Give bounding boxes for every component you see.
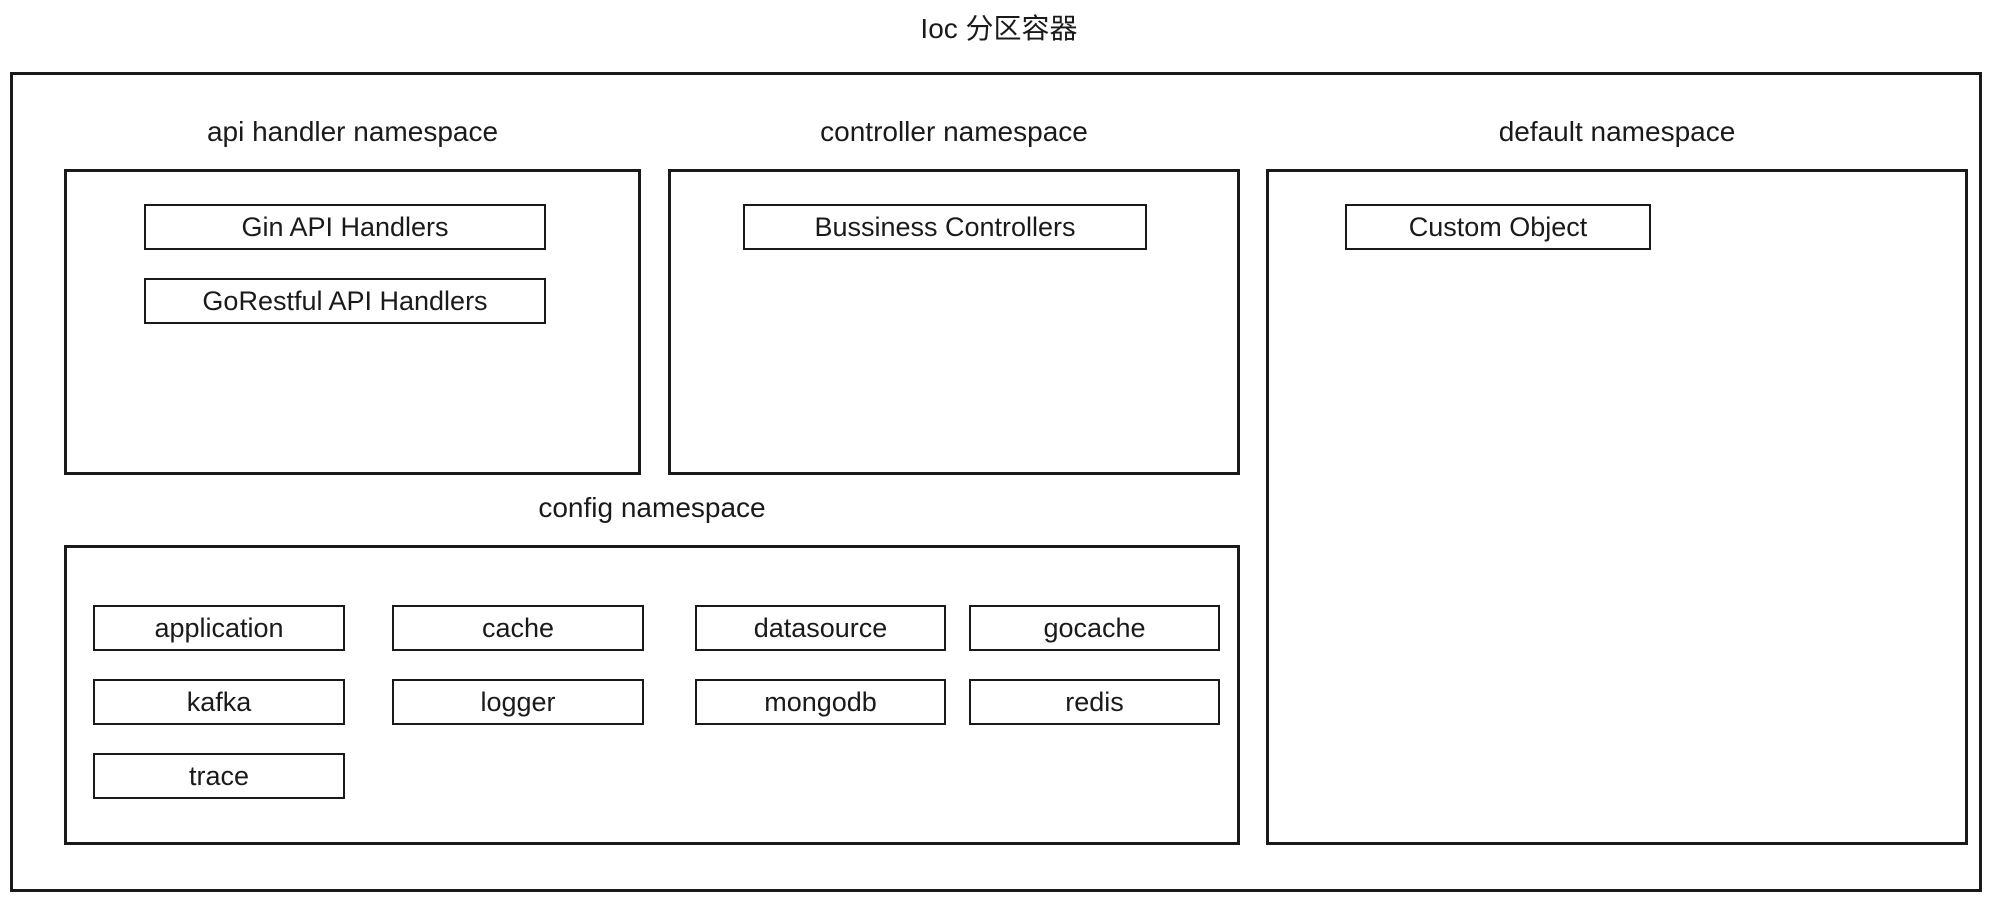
config-mongodb-node: mongodb <box>695 679 946 725</box>
bussiness-controllers-node: Bussiness Controllers <box>743 204 1147 250</box>
controller-namespace-box: Bussiness Controllers <box>668 169 1240 475</box>
config-trace-node: trace <box>93 753 345 799</box>
config-namespace-box: application cache datasource gocache kaf… <box>64 545 1240 845</box>
default-namespace-box: Custom Object <box>1266 169 1968 845</box>
custom-object-node: Custom Object <box>1345 204 1651 250</box>
api-handler-namespace-label: api handler namespace <box>206 116 499 147</box>
gin-api-handlers-node: Gin API Handlers <box>144 204 546 250</box>
config-namespace-label: config namespace <box>538 492 766 523</box>
config-gocache-node: gocache <box>969 605 1220 651</box>
diagram-title: Ioc 分区容器 <box>920 13 1078 44</box>
controller-namespace-label: controller namespace <box>820 116 1088 147</box>
config-datasource-node: datasource <box>695 605 946 651</box>
api-handler-namespace-box: Gin API Handlers GoRestful API Handlers <box>64 169 641 475</box>
config-application-node: application <box>93 605 345 651</box>
config-redis-node: redis <box>969 679 1220 725</box>
gorestful-api-handlers-node: GoRestful API Handlers <box>144 278 546 324</box>
config-logger-node: logger <box>392 679 644 725</box>
ioc-container-box: api handler namespace Gin API Handlers G… <box>10 72 1982 892</box>
config-kafka-node: kafka <box>93 679 345 725</box>
config-cache-node: cache <box>392 605 644 651</box>
default-namespace-label: default namespace <box>1498 116 1736 147</box>
